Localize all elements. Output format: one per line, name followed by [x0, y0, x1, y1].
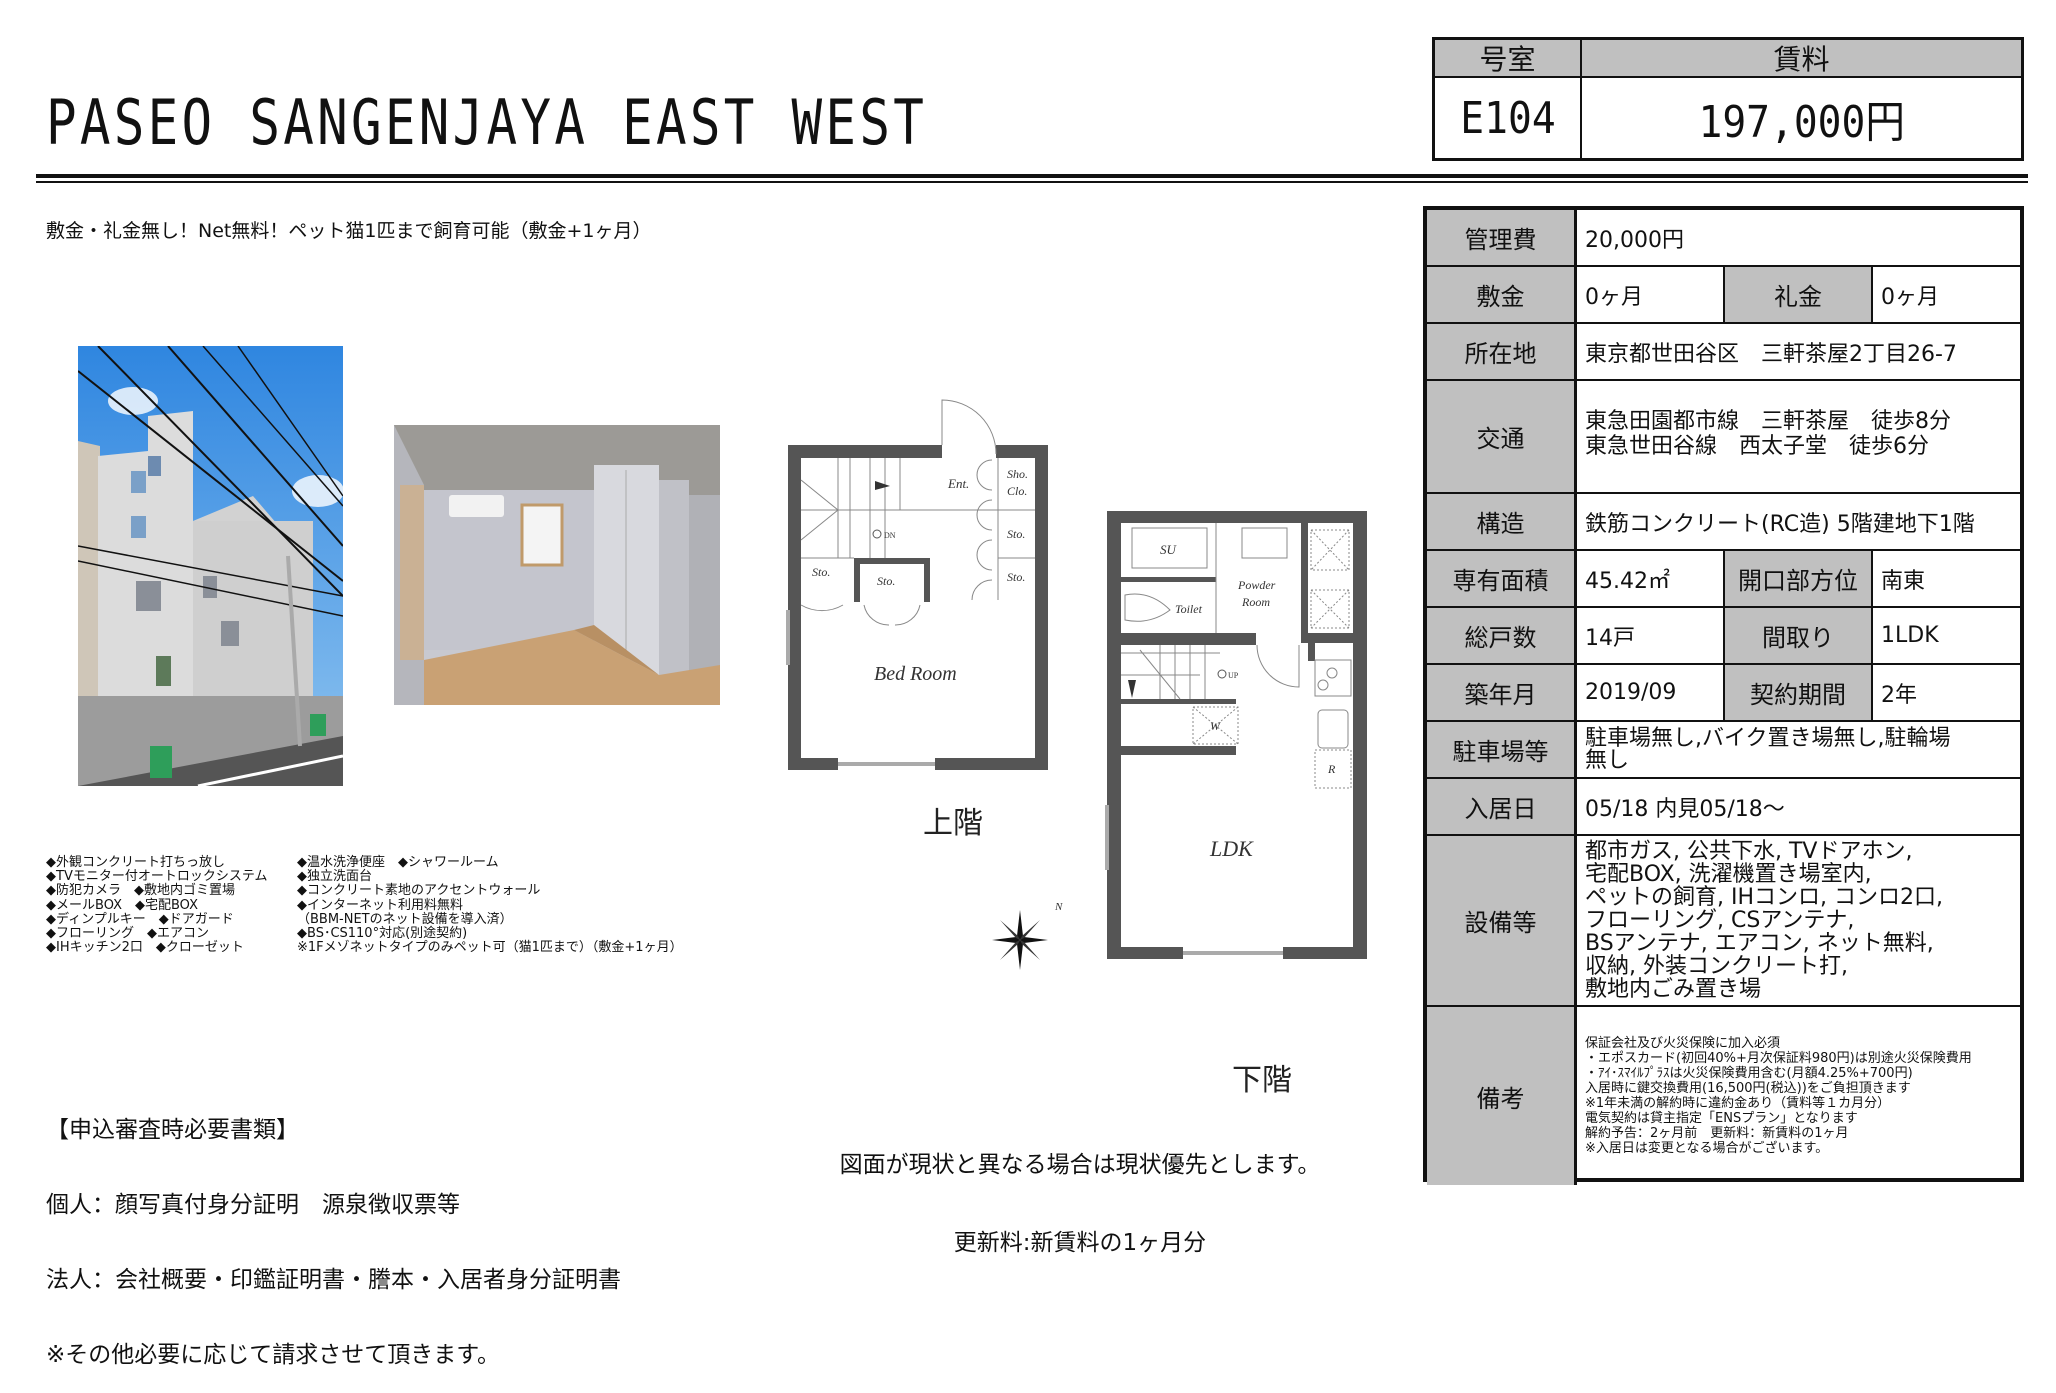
total-units-value: 14戸 — [1585, 625, 1635, 651]
remarks-value: 保証会社及び火災保険に加入必須 ・エポスカード(初回40%+月次保証料980円)… — [1585, 1036, 1972, 1156]
row-area: 専有面積 45.42㎡ 開口部方位 南東 — [1427, 551, 2020, 608]
label-shoe-closet-1: Sho. — [1007, 467, 1028, 481]
move-in-value: 05/18 内見05/18～ — [1585, 796, 1785, 822]
address-value: 東京都世田谷区 三軒茶屋2丁目26-7 — [1585, 341, 1957, 367]
layout-value: 1LDK — [1881, 623, 1939, 648]
title-divider — [36, 174, 2028, 183]
documents-individual: 個人：顔写真付身分証明 源泉徴収票等 — [46, 1192, 460, 1218]
label-shower: SU — [1160, 542, 1178, 557]
documents-heading: 【申込審査時必要書類】 — [46, 1117, 299, 1143]
label-powder-2: Room — [1241, 595, 1270, 609]
room-rent-table: 号室 賃料 E104 197,000円 — [1432, 37, 2024, 161]
label-storage-2: Sto. — [1007, 570, 1025, 584]
contract-term-label: 契約期間 — [1723, 665, 1873, 720]
stair-arrow-icon — [875, 481, 890, 490]
row-built: 築年月 2019/09 契約期間 2年 — [1427, 665, 2020, 722]
row-parking: 駐車場等 駐車場無し,バイク置き場無し,駐輪場 無し — [1427, 722, 2020, 779]
structure-value: 鉄筋コンクリート(RC造) 5階建地下1階 — [1585, 511, 1975, 537]
floor-plan: Ent. Sho. Clo. Sto. Sto. Sto. Sto. DN Be… — [786, 399, 1367, 1098]
row-transport: 交通 東急田園都市線 三軒茶屋 徒歩8分 東急世田谷線 西太子堂 徒歩6分 — [1427, 381, 2020, 494]
transport-value: 東急田園都市線 三軒茶屋 徒歩8分 東急世田谷線 西太子堂 徒歩6分 — [1585, 409, 1951, 459]
orientation-value: 南東 — [1881, 568, 1926, 594]
room-value: E104 — [1459, 92, 1556, 144]
built-label: 築年月 — [1427, 665, 1577, 720]
remarks-label: 備考 — [1427, 1007, 1577, 1185]
equipment-value: 都市ガス, 公共下水, TVドアホン, 宅配BOX, 洗濯機置き場室内, ペット… — [1585, 839, 1943, 1002]
contract-term-value: 2年 — [1881, 682, 1917, 708]
north-compass-icon — [992, 910, 1048, 970]
row-total-units: 総戸数 14戸 間取り 1LDK — [1427, 608, 2020, 665]
features-list-left: ◆外観コンクリート打ちっ放し ◆TVモニター付オートロックシステム ◆防犯カメラ… — [46, 855, 268, 956]
property-title: PASEO SANGENJAYA EAST WEST — [46, 86, 928, 159]
row-structure: 構造 鉄筋コンクリート(RC造) 5階建地下1階 — [1427, 494, 2020, 551]
room-label: 号室 — [1435, 40, 1582, 78]
equipment-label: 設備等 — [1427, 836, 1577, 1005]
note-line-1: 図面が現状と異なる場合は現状優先とします。 — [839, 1152, 1321, 1178]
structure-label: 構造 — [1427, 494, 1577, 549]
label-powder-1: Powder — [1237, 578, 1276, 592]
label-fridge: R — [1327, 762, 1336, 776]
move-in-label: 入居日 — [1427, 779, 1577, 834]
management-fee-label: 管理費 — [1427, 210, 1577, 265]
features-list-right: ◆温水洗浄便座 ◆シャワールーム ◆独立洗面台 ◆コンクリート素地のアクセントウ… — [297, 855, 683, 956]
rent-label: 賃料 — [1582, 40, 2021, 78]
orientation-label: 開口部方位 — [1723, 551, 1873, 606]
label-storage-3: Sto. — [812, 565, 830, 579]
deposit-value: 0ヶ月 — [1585, 284, 1643, 310]
label-entrance: Ent. — [947, 476, 969, 491]
floorplan-notes: 図面が現状と異なる場合は現状優先とします。 更新料:新賃料の1ヶ月分 — [820, 1100, 1340, 1282]
transport-label: 交通 — [1427, 381, 1577, 492]
area-value: 45.42㎡ — [1585, 568, 1670, 594]
management-fee-value: 20,000円 — [1585, 227, 1684, 253]
parking-label: 駐車場等 — [1427, 722, 1577, 777]
building-exterior-photo — [78, 346, 343, 786]
row-deposit: 敷金 0ヶ月 礼金 0ヶ月 — [1427, 267, 2020, 324]
label-storage-4: Sto. — [877, 574, 895, 588]
key-money-value: 0ヶ月 — [1881, 284, 1939, 310]
documents-other: ※その他必要に応じて請求させて頂きます。 — [46, 1342, 500, 1368]
total-units-label: 総戸数 — [1427, 608, 1577, 663]
documents-corporate: 法人：会社概要・印鑑証明書・謄本・入居者身分証明書 — [46, 1267, 621, 1293]
lower-floor-label: 下階 — [1232, 1063, 1292, 1098]
label-down: DN — [884, 531, 896, 540]
label-storage-1: Sto. — [1007, 527, 1025, 541]
label-up: UP — [1228, 671, 1239, 680]
built-value: 2019/09 — [1585, 680, 1677, 705]
upper-wall-top-left — [788, 445, 942, 458]
rent-value: 197,000円 — [1698, 97, 1905, 148]
row-address: 所在地 東京都世田谷区 三軒茶屋2丁目26-7 — [1427, 324, 2020, 381]
property-info-table: 管理費 20,000円 敷金 0ヶ月 礼金 0ヶ月 所在地 東京都世田谷区 三軒… — [1423, 206, 2024, 1185]
deposit-label: 敷金 — [1427, 267, 1577, 322]
address-label: 所在地 — [1427, 324, 1577, 379]
parking-value: 駐車場無し,バイク置き場無し,駐輪場 無し — [1585, 725, 1951, 773]
row-move-in: 入居日 05/18 内見05/18～ — [1427, 779, 2020, 836]
row-management-fee: 管理費 20,000円 — [1427, 210, 2020, 267]
row-equipment: 設備等 都市ガス, 公共下水, TVドアホン, 宅配BOX, 洗濯機置き場室内,… — [1427, 836, 2020, 1007]
area-label: 専有面積 — [1427, 551, 1577, 606]
note-line-2: 更新料:新賃料の1ヶ月分 — [953, 1230, 1207, 1256]
label-washer: W — [1210, 719, 1221, 733]
layout-label: 間取り — [1723, 608, 1873, 663]
upper-floor-label: 上階 — [923, 806, 983, 841]
catchphrase: 敷金・礼金無し！Net無料！ペット猫1匹まで飼育可能（敷金+1ヶ月） — [46, 220, 652, 242]
required-documents: 【申込審査時必要書類】 個人：顔写真付身分証明 源泉徴収票等 法人：会社概要・印… — [46, 1068, 621, 1393]
bedroom-interior-photo — [394, 425, 720, 705]
label-toilet: Toilet — [1175, 602, 1203, 616]
label-bedroom: Bed Room — [874, 663, 957, 685]
key-money-label: 礼金 — [1723, 267, 1873, 322]
label-ldk: LDK — [1209, 836, 1254, 861]
row-remarks: 備考 保証会社及び火災保険に加入必須 ・エポスカード(初回40%+月次保証料98… — [1427, 1007, 2020, 1185]
label-north: N — [1054, 901, 1063, 913]
label-shoe-closet-2: Clo. — [1007, 484, 1027, 498]
